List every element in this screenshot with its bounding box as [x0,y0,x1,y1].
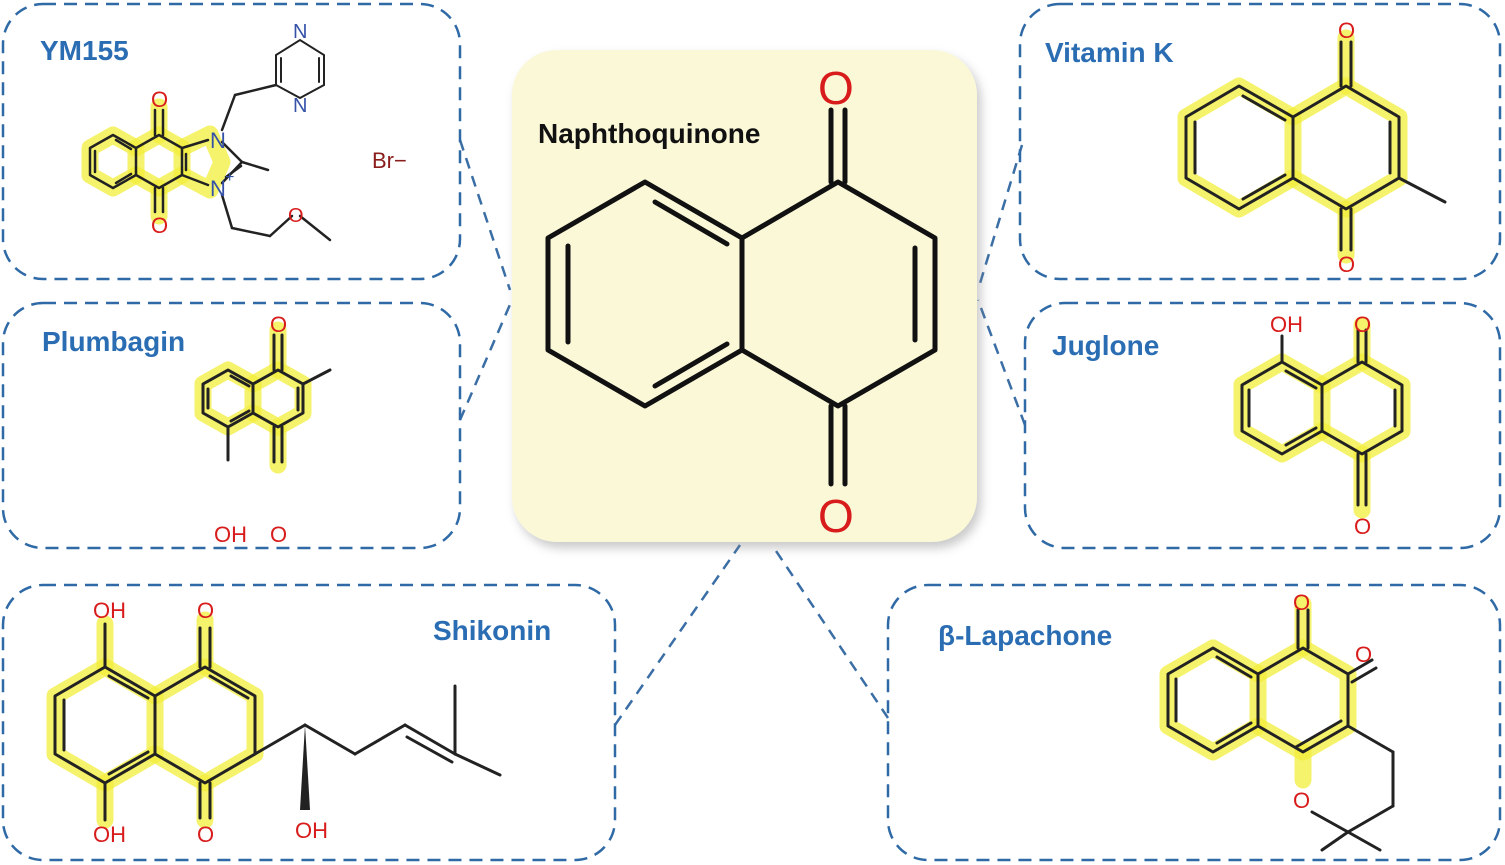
ym155-title: YM155 [40,35,129,66]
vitamin-k-structure [1177,29,1447,264]
center-title: Naphthoquinone [538,118,760,149]
juglone-oxygen-top: O [1354,312,1371,337]
ym155-nitrogen-1: N [210,128,226,153]
beta-lapachone-oxygen-top: O [1293,590,1310,615]
shikonin-structure [46,611,502,829]
ym155-nitrogen-2: N [210,176,226,201]
naphthoquinone-structure [545,107,938,487]
beta-lapachone-box [886,583,1502,862]
ym155-positive-charge: + [225,169,234,186]
juglone-title: Juglone [1052,330,1159,361]
juglone-box [1023,301,1502,550]
vitamin-k-oxygen-top: O [1338,18,1355,43]
ym155-box [1,2,462,281]
shikonin-hydroxyl-bottom: OH [93,822,126,847]
shikonin-side-chain-hydroxyl: OH [295,818,328,843]
vitamin-k-oxygen-bottom: O [1338,252,1355,277]
ym155-structure [81,38,332,242]
shikonin-hydroxyl-top: OH [93,598,126,623]
juglone-oxygen-bottom: O [1354,514,1371,539]
beta-lapachone-structure [1159,595,1395,852]
shikonin-oxygen-top: O [197,598,214,623]
shikonin-oxygen-bottom: O [197,822,214,847]
ym155-pyrazine-n-top: N [293,21,307,43]
plumbagin-structure [194,321,332,474]
center-oxygen-bottom: O [818,490,854,542]
plumbagin-oxygen-bottom: O [270,522,287,547]
vitamin-k-title: Vitamin K [1045,37,1174,68]
plumbagin-oxygen-top: O [270,312,287,337]
shikonin-box [1,583,617,862]
ym155-oxygen-bottom: O [151,213,168,238]
plumbagin-title: Plumbagin [42,326,185,357]
vitamin-k-box [1018,2,1502,281]
shikonin-title: Shikonin [433,615,551,646]
beta-lapachone-title: β-Lapachone [938,620,1112,651]
beta-lapachone-oxygen-right: O [1355,642,1372,667]
juglone-hydroxyl: OH [1270,312,1303,337]
plumbagin-hydroxyl: OH [214,522,247,547]
ym155-pyrazine-n-bottom: N [293,95,307,117]
center-oxygen-top: O [818,62,854,114]
connector-lines [458,139,1027,726]
ym155-ether-oxygen: O [288,205,304,227]
juglone-structure [1233,316,1411,519]
beta-lapachone-ring-oxygen: O [1293,788,1310,813]
ym155-oxygen-top: O [151,87,168,112]
ym155-bromide: Br− [372,148,407,173]
